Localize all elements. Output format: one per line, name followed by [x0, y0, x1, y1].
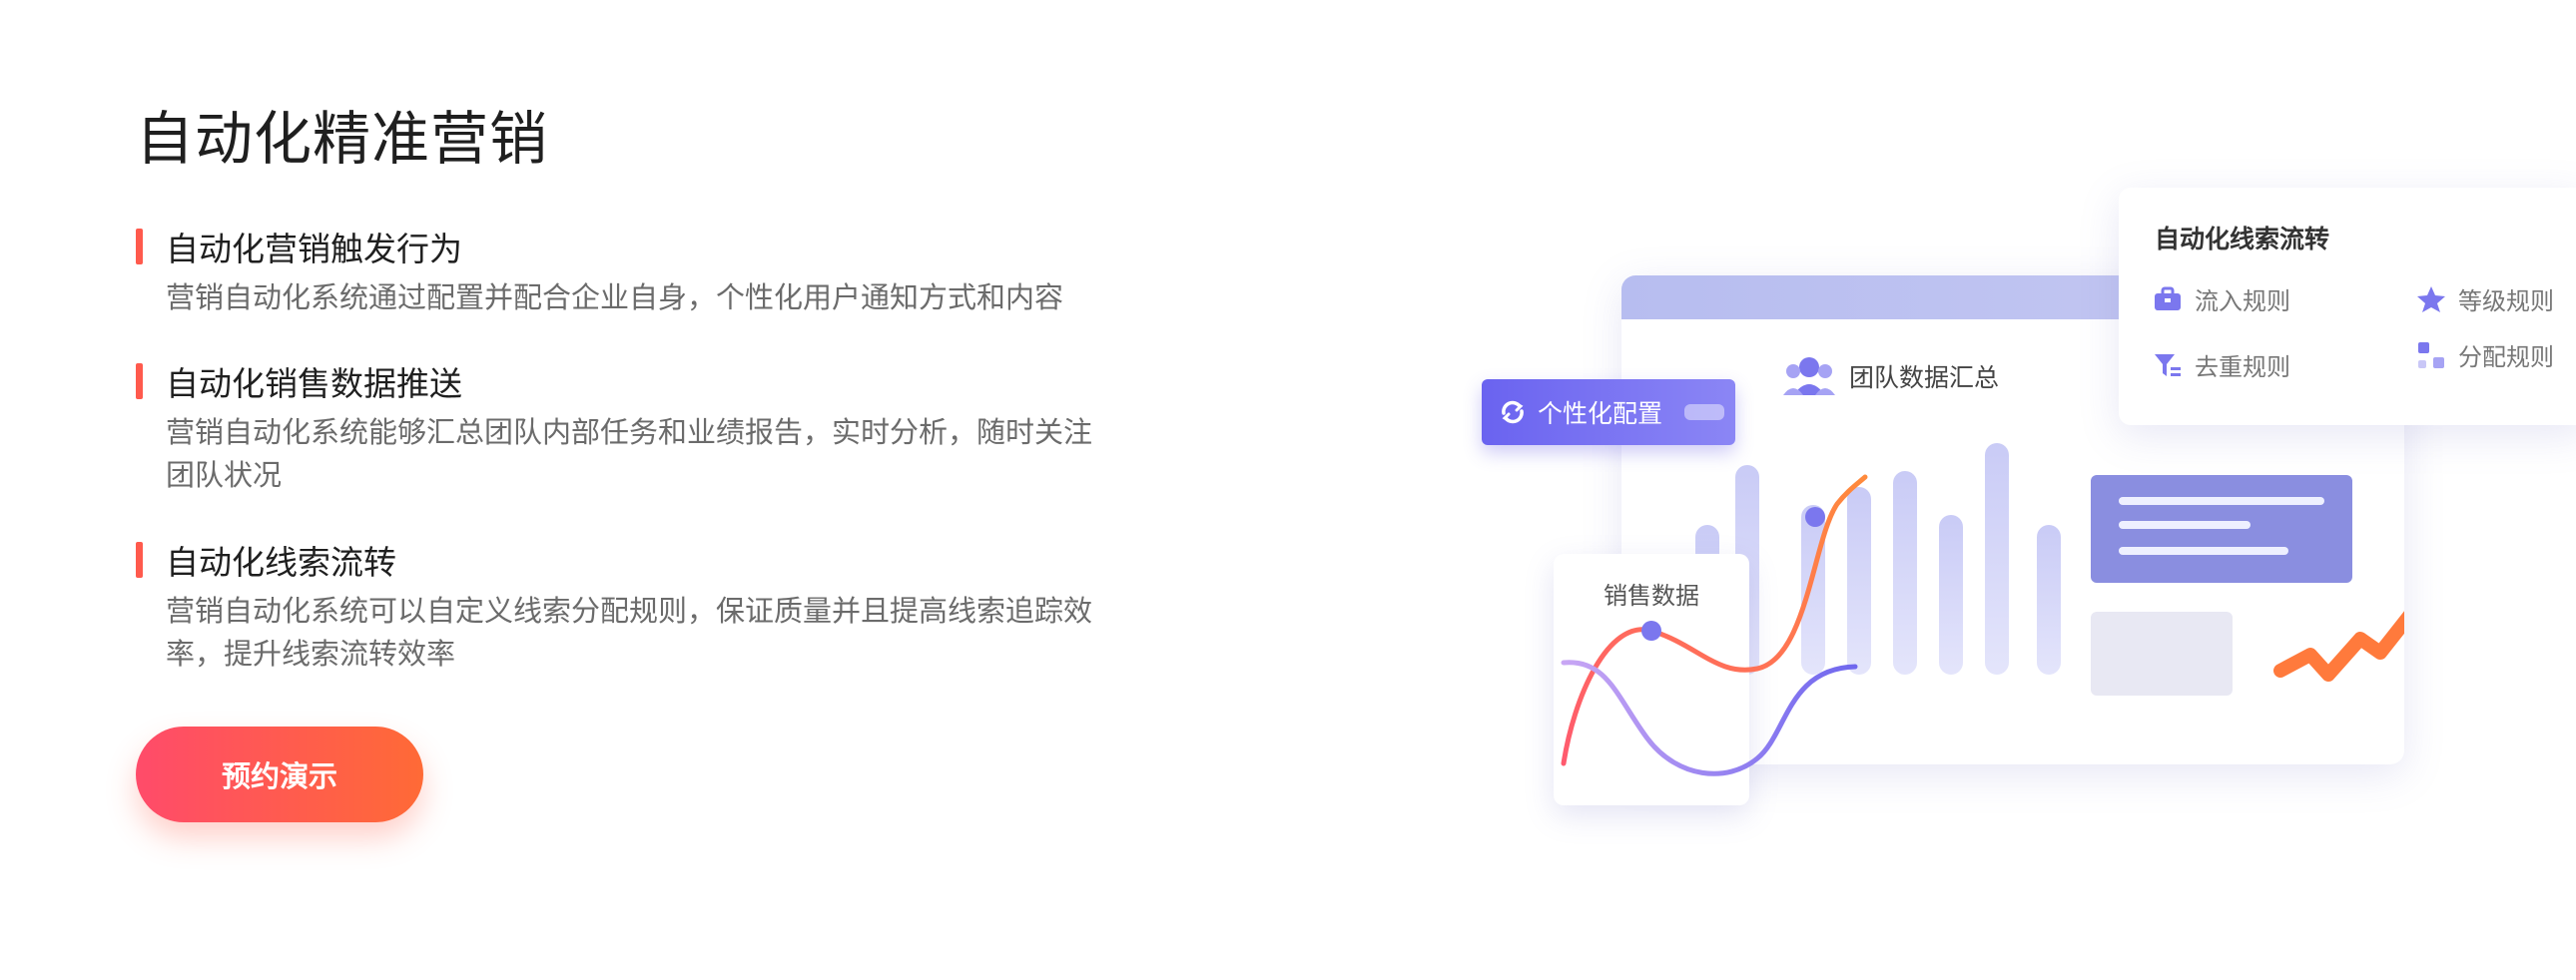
- filter-icon: [2155, 353, 2181, 376]
- team-icon: [1783, 357, 1835, 395]
- personal-config-label: 个性化配置: [1538, 399, 1663, 428]
- report-card: [2091, 475, 2352, 583]
- rule-inflow: 流入规则: [2153, 281, 2290, 316]
- feature-title: 自动化营销触发行为: [166, 230, 462, 268]
- accent-bar: [136, 363, 143, 399]
- rule-label: 等级规则: [2458, 287, 2554, 315]
- accent-bar: [136, 542, 143, 578]
- team-summary-label: 团队数据汇总: [1781, 355, 1999, 397]
- text-line: [2119, 497, 2324, 505]
- lead-flow-title: 自动化线索流转: [2155, 225, 2330, 253]
- page-title: 自动化精准营销: [136, 105, 549, 173]
- feature-description: 营销自动化系统可以自定义线索分配规则，保证质量并且提高线索追踪效率，提升线索流转…: [166, 594, 1093, 671]
- text-line: [2119, 547, 2288, 555]
- team-summary-text: 团队数据汇总: [1849, 363, 2000, 392]
- rule-level: 等级规则: [2416, 281, 2554, 316]
- rule-assign: 分配规则: [2416, 337, 2554, 372]
- feature-description: 营销自动化系统能够汇总团队内部任务和业绩报告，实时分析，随时关注团队状况: [166, 415, 1093, 492]
- feature-title: 自动化销售数据推送: [166, 364, 462, 403]
- star-icon: [2417, 285, 2445, 312]
- sync-icon: [1502, 400, 1524, 424]
- lead-flow-card: 自动化线索流转 流入规则 等级规则 去重规则 分配规则: [2119, 188, 2576, 425]
- feature-title: 自动化线索流转: [166, 543, 396, 582]
- personal-config-chip: 个性化配置: [1482, 379, 1735, 445]
- text-line: [2119, 521, 2251, 529]
- trend-lines-graphic: [1561, 474, 1868, 776]
- placeholder-card: [2091, 612, 2233, 696]
- rule-dedupe: 去重规则: [2153, 347, 2290, 382]
- bar-graphic: [1695, 443, 2404, 682]
- sales-data-label: 销售数据: [1604, 582, 1699, 610]
- assign-icon: [2418, 341, 2444, 368]
- toggle-pill: [1684, 404, 1725, 420]
- briefcase-icon: [2155, 286, 2181, 310]
- rule-label: 流入规则: [2195, 287, 2290, 315]
- feature-description: 营销自动化系统通过配置并配合企业自身，个性化用户通知方式和内容: [166, 280, 1064, 314]
- rule-label: 分配规则: [2458, 343, 2554, 371]
- accent-bar: [136, 229, 143, 264]
- rule-label: 去重规则: [2195, 353, 2290, 381]
- book-demo-button[interactable]: 预约演示: [136, 727, 423, 822]
